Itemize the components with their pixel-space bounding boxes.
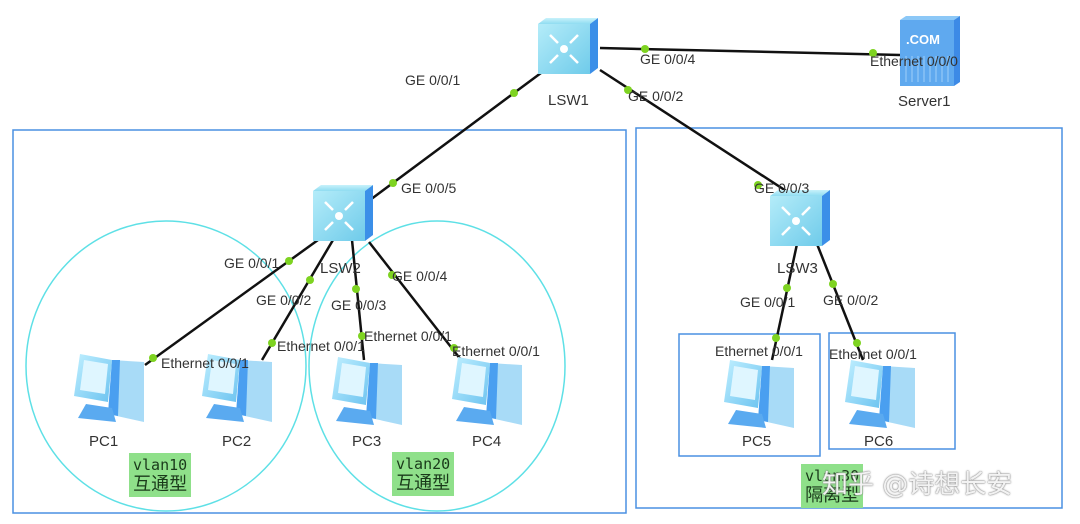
device-name-pc3: PC3: [352, 433, 382, 450]
pc-icon-pc3[interactable]: [332, 357, 402, 425]
port-label: Ethernet 0/0/1: [829, 346, 917, 362]
server-icon[interactable]: [900, 16, 960, 86]
port-label: GE 0/0/4: [640, 51, 696, 67]
pc-icon-pc6[interactable]: [845, 360, 915, 428]
port-dot: [853, 339, 861, 347]
port-label: GE 0/0/2: [628, 88, 684, 104]
port-dot: [352, 285, 360, 293]
device-name-pc4: PC4: [472, 433, 502, 450]
link-lsw1-lsw3[interactable]: [599, 68, 801, 202]
port-label: GE 0/0/1: [224, 255, 280, 271]
link-lsw1-server1[interactable]: [599, 46, 901, 57]
pc-icon-pc5[interactable]: [724, 360, 794, 428]
port-dot: [869, 49, 877, 57]
device-name-lsw2: LSW2: [320, 260, 361, 277]
device-name-pc2: PC2: [222, 433, 252, 450]
device-name-server1: Server1: [898, 93, 951, 110]
port-dot: [772, 334, 780, 342]
port-dot: [388, 271, 396, 279]
switch-icon-lsw3[interactable]: [770, 190, 830, 246]
port-label: Ethernet 0/0/1: [364, 328, 452, 344]
group-box-pc6: [828, 332, 956, 450]
device-name-lsw3: LSW3: [777, 260, 818, 277]
watermark: 知乎 @诗想长安: [822, 470, 1013, 500]
group-box-pc5: [678, 333, 821, 457]
vlan10-circle: [25, 220, 307, 512]
vlan-id: vlan20: [396, 455, 451, 473]
device-name-lsw1: LSW1: [548, 92, 589, 109]
port-label: Ethernet 0/0/1: [161, 355, 249, 371]
port-label: GE 0/0/5: [401, 180, 457, 196]
vlan20-circle: [308, 220, 566, 512]
vlan-id: vlan30: [805, 467, 860, 485]
vlan-label-vlan20: vlan20 互通型: [392, 452, 455, 496]
device-name-pc1: PC1: [89, 433, 119, 450]
port-dot: [389, 179, 397, 187]
group-box-right: [635, 127, 1063, 509]
pc-icon-pc4[interactable]: [452, 357, 522, 425]
port-dot: [450, 344, 458, 352]
group-box-left: [12, 129, 627, 514]
port-label: GE 0/0/2: [256, 292, 312, 308]
vlan-type: 隔离型: [805, 485, 860, 506]
port-dot: [268, 339, 276, 347]
vlan-type: 互通型: [396, 473, 451, 494]
port-dot: [641, 45, 649, 53]
port-label: Ethernet 0/0/0: [870, 53, 958, 69]
port-dot: [306, 276, 314, 284]
port-dot: [285, 257, 293, 265]
switch-icon-lsw2[interactable]: [313, 185, 373, 241]
port-label: Ethernet 0/0/1: [452, 343, 540, 359]
port-label: GE 0/0/2: [823, 292, 879, 308]
vlan-label-vlan30: vlan30 隔离型: [801, 464, 864, 508]
port-dot: [754, 181, 762, 189]
port-label: Ethernet 0/0/1: [277, 338, 365, 354]
port-dot: [510, 89, 518, 97]
vlan-id: vlan10: [133, 456, 188, 474]
port-label: GE 0/0/1: [740, 294, 796, 310]
port-dot: [624, 86, 632, 94]
port-dot: [358, 332, 366, 340]
port-dot: [783, 284, 791, 292]
server-badge: .COM: [906, 32, 940, 47]
pc-icon-pc1[interactable]: [74, 354, 144, 422]
vlan-type: 互通型: [133, 474, 188, 495]
port-dot: [149, 354, 157, 362]
pc-icon-pc2[interactable]: [202, 354, 272, 422]
port-label: GE 0/0/3: [754, 180, 810, 196]
link-lsw1-lsw2[interactable]: [369, 68, 546, 202]
port-label: Ethernet 0/0/1: [715, 343, 803, 359]
switch-icon-lsw1[interactable]: [538, 18, 598, 74]
port-label: GE 0/0/1: [405, 72, 461, 88]
port-label: GE 0/0/3: [331, 297, 387, 313]
vlan-label-vlan10: vlan10 互通型: [129, 453, 192, 497]
device-name-pc6: PC6: [864, 433, 894, 450]
port-label: GE 0/0/4: [392, 268, 448, 284]
port-dot: [829, 280, 837, 288]
device-name-pc5: PC5: [742, 433, 772, 450]
link-lsw2-pc4[interactable]: [368, 241, 466, 366]
